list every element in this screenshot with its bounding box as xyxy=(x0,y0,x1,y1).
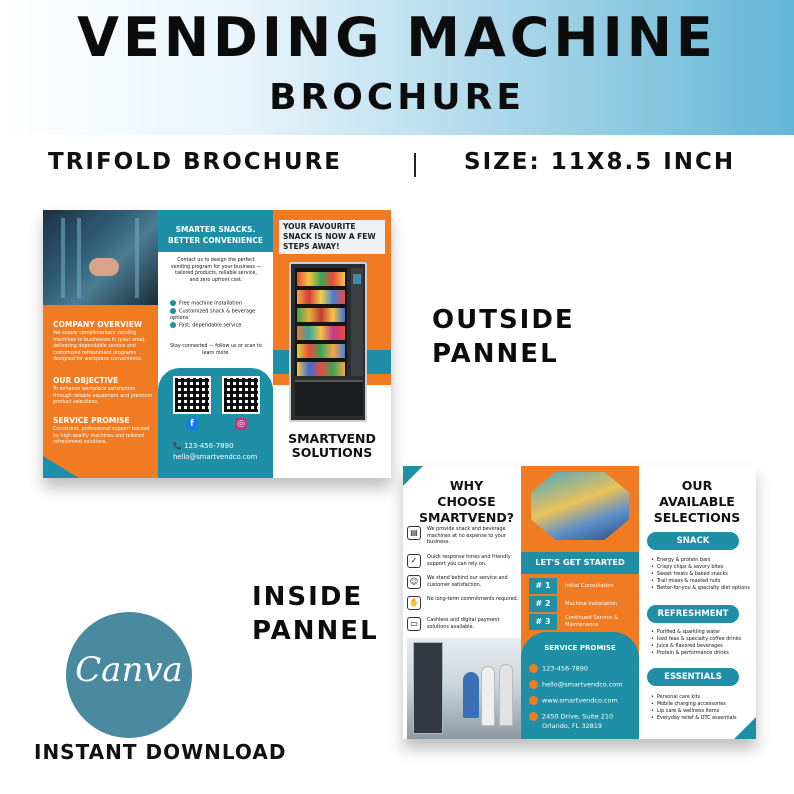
size-label: SIZE: 11X8.5 INCH xyxy=(464,149,736,175)
phone-text: 📞 123-456-7890 xyxy=(173,442,234,450)
contact-intro: Contact us to design the perfect vending… xyxy=(170,258,262,283)
essentials-list: Personal care kits Mobile charging acces… xyxy=(651,694,755,722)
check-item: Free machine installation xyxy=(170,300,265,307)
check-icon xyxy=(170,308,176,314)
essentials-pill: ESSENTIALS xyxy=(647,668,739,686)
globe-icon xyxy=(529,696,538,705)
service-block xyxy=(521,632,639,739)
start-heading: LET'S GET STARTED xyxy=(535,557,625,567)
stay-connected: Stay connected — follow us or scan to le… xyxy=(170,344,262,356)
inside-panel-preview: WHY CHOOSE SMARTVEND? ▤We provide snack … xyxy=(403,466,756,739)
outside-panel-preview: COMPANY OVERVIEW We supply complimentary… xyxy=(43,210,391,478)
outside-col1: COMPANY OVERVIEW We supply complimentary… xyxy=(43,210,158,478)
service-heading: SERVICE PROMISE xyxy=(53,416,130,425)
selections-heading: OUR AVAILABLE SELECTIONS xyxy=(653,478,741,525)
main-subtitle: BROCHURE xyxy=(269,77,525,118)
snack-list: Energy & protein bars Crispy chips & sav… xyxy=(651,557,755,592)
canva-logo: Canva xyxy=(66,612,192,738)
phone-row: 123-456-7890 xyxy=(529,664,639,673)
check-icon xyxy=(170,322,176,328)
objective-text: To enhance workplace satisfaction throug… xyxy=(53,387,153,405)
inside-panel-label: INSIDE PANNEL xyxy=(252,582,379,646)
service-text: Consistent, professional support backed … xyxy=(53,427,150,445)
check-item: Fast, dependable service xyxy=(170,322,265,329)
machine-icon: ▤ xyxy=(407,526,421,540)
cover-heading-box: YOUR FAVOURITE SNACK IS NOW A FEW STEPS … xyxy=(279,220,385,254)
objective-heading: OUR OBJECTIVE xyxy=(53,376,119,385)
canva-logo-text: Canva xyxy=(75,650,183,690)
website-row: www.smartvendco.com xyxy=(529,696,639,705)
inside-col1: WHY CHOOSE SMARTVEND? ▤We provide snack … xyxy=(403,466,521,739)
spec-bar: TRIFOLD BROCHURE SIZE: 11X8.5 INCH xyxy=(0,145,794,185)
cover-heading: YOUR FAVOURITE SNACK IS NOW A FEW STEPS … xyxy=(283,222,376,251)
brand-name: SMARTVEND SOLUTIONS xyxy=(288,431,376,460)
corner-accent xyxy=(734,717,756,739)
email-icon xyxy=(529,680,538,689)
service-promise-heading: SERVICE PROMISE xyxy=(544,644,616,652)
company-overview-text: We supply complimentary vending machines… xyxy=(53,331,147,362)
snack-pill: SNACK xyxy=(647,532,739,550)
facebook-icon: f xyxy=(186,418,198,430)
qr-code-icon xyxy=(173,376,211,414)
vm-screen xyxy=(353,274,361,284)
spec-divider xyxy=(414,153,416,177)
qr-code-icon xyxy=(222,376,260,414)
handshake-icon: ✋ xyxy=(407,596,421,610)
vending-machine-image xyxy=(289,262,367,422)
smarter-snacks-heading: SMARTER SNACKS. BETTER CONVENIENCE xyxy=(168,225,263,245)
snack-photo xyxy=(531,472,629,540)
clipboard-icon: ✓ xyxy=(407,554,421,568)
check-item: Customized snack & beverage options xyxy=(170,308,256,321)
refreshment-list: Purified & sparkling water Iced teas & s… xyxy=(651,629,755,657)
people-icon: ☺ xyxy=(407,575,421,589)
corner-accent xyxy=(43,456,79,478)
smarter-snacks-banner: SMARTER SNACKS. BETTER CONVENIENCE xyxy=(158,210,273,252)
check-icon xyxy=(170,300,176,306)
payment-icon: ▭ xyxy=(407,617,421,631)
refreshment-pill: REFRESHMENT xyxy=(647,605,739,623)
company-overview-heading: COMPANY OVERVIEW xyxy=(53,320,143,329)
email-text: hello@smartvendco.com xyxy=(173,453,258,461)
outside-col3: YOUR FAVOURITE SNACK IS NOW A FEW STEPS … xyxy=(273,210,391,478)
inside-col3: OUR AVAILABLE SELECTIONS SNACK Energy & … xyxy=(639,466,756,739)
main-title: VENDING MACHINE xyxy=(77,6,717,69)
location-icon xyxy=(529,712,538,721)
start-banner xyxy=(521,552,639,574)
corner-accent xyxy=(403,466,423,486)
outside-col2: SMARTER SNACKS. BETTER CONVENIENCE Conta… xyxy=(158,210,273,478)
office-photo xyxy=(407,638,521,739)
outside-panel-label: OUTSIDE PANNEL xyxy=(432,305,575,369)
phone-icon xyxy=(529,664,538,673)
format-label: TRIFOLD BROCHURE xyxy=(48,149,342,175)
email-row: hello@smartvendco.com xyxy=(529,680,639,689)
vending-photo xyxy=(43,210,158,305)
why-choose-heading: WHY CHOOSE SMARTVEND? xyxy=(419,478,515,525)
instagram-icon: ◎ xyxy=(235,418,247,430)
instant-download-label: INSTANT DOWNLOAD xyxy=(34,740,287,764)
address-row: 2450 Drive, Suite 210 Orlando, FL 32819 xyxy=(529,712,639,731)
header-banner: VENDING MACHINE BROCHURE xyxy=(0,0,794,135)
